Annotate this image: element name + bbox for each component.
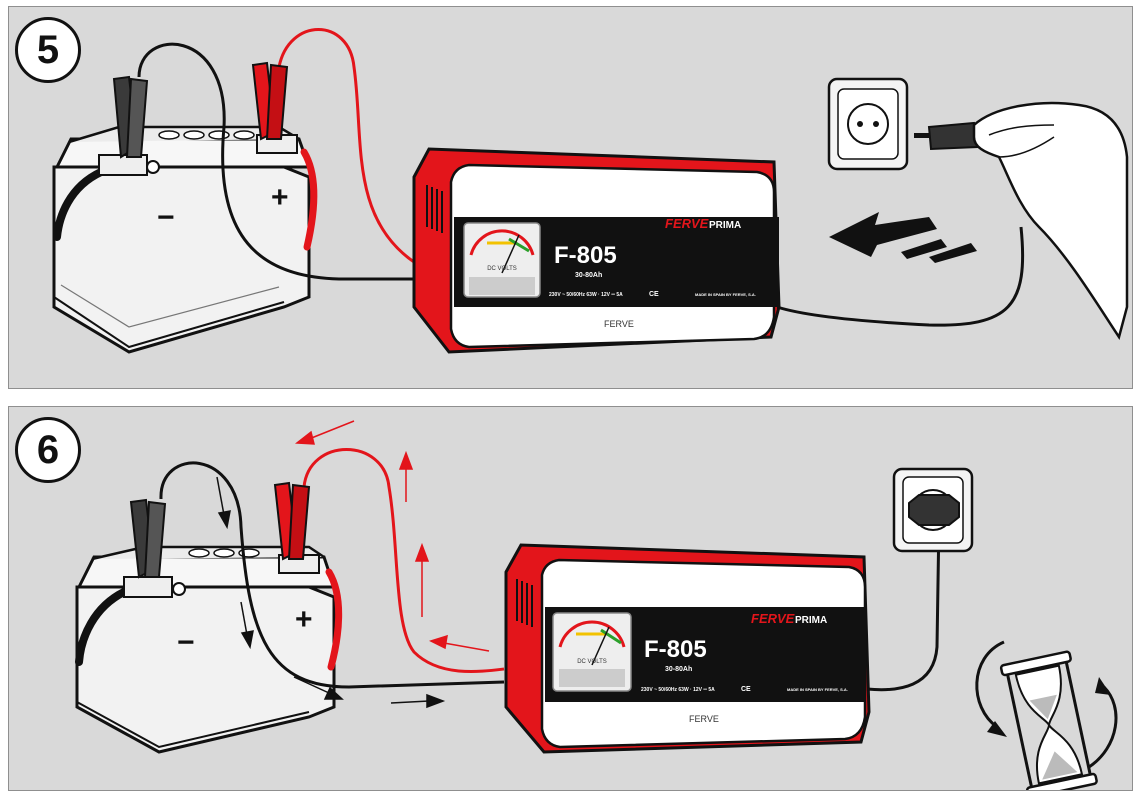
made-in: MADE IN SPAIN BY FERVE, S.A. <box>787 687 848 692</box>
model-name: F-805 <box>554 242 617 269</box>
battery-negative-lead <box>75 588 128 666</box>
specs: 230V ~ 50/60Hz 63W · 12V ═ 5A <box>641 687 715 693</box>
step-number: 6 <box>36 427 60 472</box>
front-logo: FERVE <box>689 714 719 724</box>
arrow-left-icon <box>829 212 977 263</box>
mains-cable <box>776 226 1025 327</box>
positive-sign: + <box>295 603 313 636</box>
battery: − + <box>75 545 337 754</box>
charger: DC VOLTS FERVE PRIMA F-805 30-80Ah 230V … <box>504 543 871 754</box>
negative-sign: − <box>177 626 195 659</box>
current-flow-arrows-red <box>294 420 490 652</box>
ce-mark: CE <box>741 686 751 693</box>
battery: − + <box>52 125 312 354</box>
capacity: 30-80Ah <box>575 272 602 279</box>
front-logo: FERVE <box>604 319 634 329</box>
meter-label: DC VOLTS <box>487 266 517 272</box>
model-name: F-805 <box>644 636 707 663</box>
black-clamp <box>98 75 160 176</box>
black-clamp <box>123 498 186 598</box>
red-cable <box>302 448 505 674</box>
hand-plug-icon <box>914 101 1129 340</box>
battery-positive-lead <box>300 148 318 251</box>
step-6-panel: 6 − + <box>8 406 1133 791</box>
battery-positive-lead <box>325 568 343 671</box>
step-number-badge: 6 <box>15 417 81 483</box>
brand-secondary: PRIMA <box>709 220 741 231</box>
red-cable <box>277 28 415 264</box>
step-5-illustration: − + <box>52 28 1129 354</box>
positive-sign: + <box>271 181 289 214</box>
black-cable <box>159 461 505 689</box>
hourglass-icon <box>975 640 1118 790</box>
specs: 230V ~ 50/60Hz 63W · 12V ═ 5A <box>549 292 623 298</box>
step-5-panel: 5 − + <box>8 6 1133 389</box>
wall-socket-icon <box>892 467 974 553</box>
brand-primary: FERVE <box>665 216 709 231</box>
wall-socket-icon <box>827 77 909 171</box>
negative-sign: − <box>157 201 175 234</box>
red-clamp <box>273 481 320 574</box>
current-flow-arrows-black <box>216 476 446 709</box>
red-clamp <box>251 61 298 154</box>
step-number: 5 <box>36 27 60 72</box>
brand-primary: FERVE <box>751 611 795 626</box>
meter-label: DC VOLTS <box>577 659 607 665</box>
battery-negative-lead <box>53 168 105 241</box>
black-cable <box>137 42 429 281</box>
mains-cable <box>866 518 941 692</box>
step-number-badge: 5 <box>15 17 81 83</box>
step-6-illustration: − + <box>75 420 1118 790</box>
capacity: 30-80Ah <box>665 666 692 673</box>
charger: DC VOLTS FERVE PRIMA F-805 30-80Ah 230V … <box>412 147 781 354</box>
brand-secondary: PRIMA <box>795 615 827 626</box>
made-in: MADE IN SPAIN BY FERVE, S.A. <box>695 292 756 297</box>
ce-mark: CE <box>649 291 659 298</box>
